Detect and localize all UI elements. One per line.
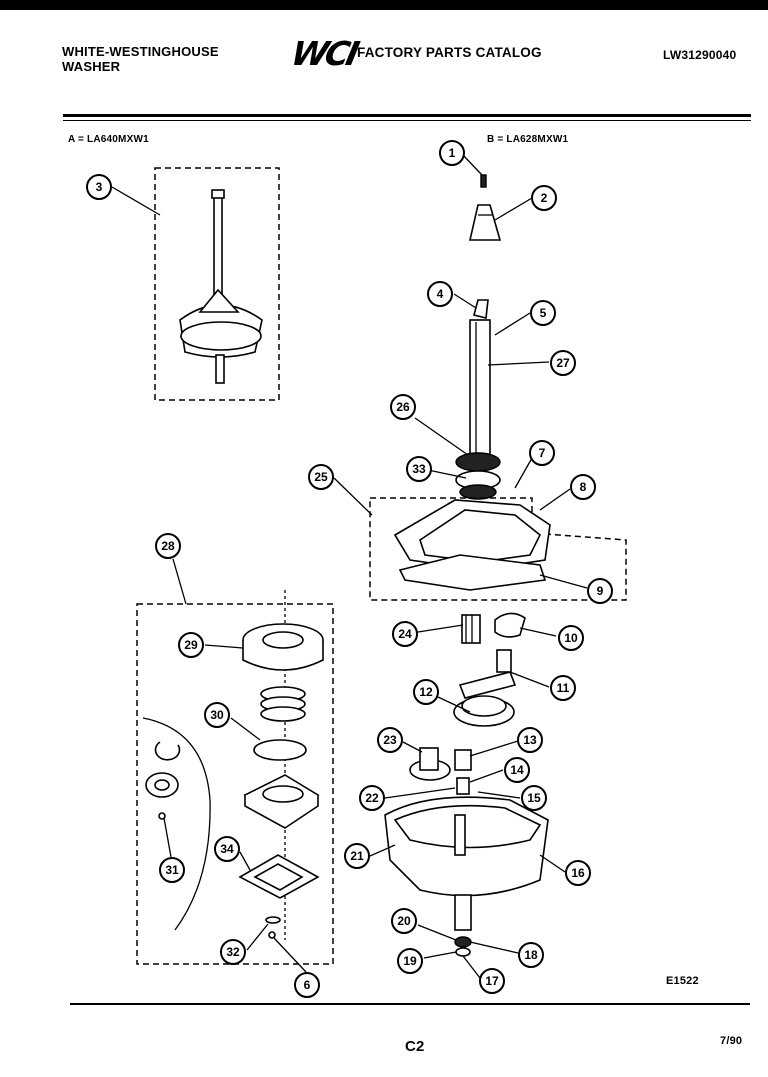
svg-text:23: 23 — [383, 733, 397, 747]
svg-text:10: 10 — [564, 631, 578, 645]
callout-8: 8 — [570, 474, 596, 500]
svg-text:32: 32 — [226, 945, 240, 959]
svg-text:1: 1 — [449, 146, 456, 160]
callout-28: 28 — [155, 533, 181, 559]
callout-17: 17 — [479, 968, 505, 994]
header-rule — [63, 114, 751, 117]
callout-4: 4 — [427, 281, 453, 307]
svg-text:30: 30 — [210, 708, 224, 722]
hub-outline — [142, 717, 211, 931]
assembly-3-box — [154, 167, 280, 401]
main-stack — [369, 174, 627, 957]
svg-text:7: 7 — [539, 446, 546, 460]
svg-text:31: 31 — [165, 863, 179, 877]
callout-19: 19 — [397, 948, 423, 974]
callout-30: 30 — [204, 702, 230, 728]
callout-1: 1 — [439, 140, 465, 166]
svg-text:29: 29 — [184, 638, 198, 652]
callout-23: 23 — [377, 727, 403, 753]
catalog-title: FACTORY PARTS CATALOG — [357, 45, 542, 60]
callout-22: 22 — [359, 785, 385, 811]
callout-33: 33 — [406, 456, 432, 482]
svg-text:18: 18 — [524, 948, 538, 962]
callout-12: 12 — [413, 679, 439, 705]
callout-26: 26 — [390, 394, 416, 420]
callout-24: 24 — [392, 621, 418, 647]
svg-text:26: 26 — [396, 400, 410, 414]
svg-text:6: 6 — [304, 978, 311, 992]
svg-text:4: 4 — [437, 287, 444, 301]
transmission-assembly-a — [179, 189, 263, 384]
callout-31: 31 — [159, 857, 185, 883]
callout-3: 3 — [86, 174, 112, 200]
svg-text:21: 21 — [350, 849, 364, 863]
product-type: WASHER — [62, 59, 121, 74]
callout-25: 25 — [308, 464, 334, 490]
svg-text:20: 20 — [397, 914, 411, 928]
callout-34: 34 — [214, 836, 240, 862]
svg-text:3: 3 — [96, 180, 103, 194]
svg-text:14: 14 — [510, 763, 524, 777]
callout-21: 21 — [344, 843, 370, 869]
svg-text:19: 19 — [403, 954, 417, 968]
callout-27: 27 — [550, 350, 576, 376]
svg-text:8: 8 — [580, 480, 587, 494]
svg-text:12: 12 — [419, 685, 433, 699]
svg-text:25: 25 — [314, 470, 328, 484]
callout-5: 5 — [530, 300, 556, 326]
svg-text:33: 33 — [412, 462, 426, 476]
svg-text:28: 28 — [161, 539, 175, 553]
page-date: 7/90 — [720, 1035, 743, 1047]
callout-20: 20 — [391, 908, 417, 934]
svg-text:15: 15 — [527, 791, 541, 805]
seal-parts — [145, 623, 324, 939]
callout-10: 10 — [558, 625, 584, 651]
svg-text:13: 13 — [523, 733, 537, 747]
diagram-code: E1522 — [666, 975, 699, 987]
callout-16: 16 — [565, 860, 591, 886]
leader-lines — [111, 152, 588, 979]
callout-15: 15 — [521, 785, 547, 811]
callout-11: 11 — [550, 675, 576, 701]
svg-text:22: 22 — [365, 791, 379, 805]
model-b-label: B = LA628MXW1 — [487, 134, 569, 145]
callout-18: 18 — [518, 942, 544, 968]
callout-7: 7 — [529, 440, 555, 466]
svg-text:27: 27 — [556, 356, 570, 370]
document-number: LW31290040 — [663, 48, 737, 62]
callout-32: 32 — [220, 939, 246, 965]
page-number: C2 — [405, 1038, 425, 1055]
callout-14: 14 — [504, 757, 530, 783]
callout-29: 29 — [178, 632, 204, 658]
svg-text:11: 11 — [557, 681, 570, 695]
callout-9: 9 — [587, 578, 613, 604]
callout-2: 2 — [531, 185, 557, 211]
svg-text:16: 16 — [571, 866, 585, 880]
callout-6: 6 — [294, 972, 320, 998]
brand-name: WHITE-WESTINGHOUSE — [62, 44, 219, 59]
svg-text:17: 17 — [485, 974, 499, 988]
top-border — [0, 0, 768, 10]
model-a-label: A = LA640MXW1 — [68, 134, 149, 145]
svg-text:2: 2 — [541, 191, 548, 205]
svg-text:9: 9 — [597, 584, 604, 598]
header-rule-thin — [63, 120, 751, 121]
svg-text:5: 5 — [540, 306, 547, 320]
svg-text:34: 34 — [220, 842, 234, 856]
footer-rule — [70, 1003, 750, 1005]
svg-text:24: 24 — [398, 627, 412, 641]
brand-block: WHITE-WESTINGHOUSE WASHER — [62, 44, 219, 74]
callout-13: 13 — [517, 727, 543, 753]
